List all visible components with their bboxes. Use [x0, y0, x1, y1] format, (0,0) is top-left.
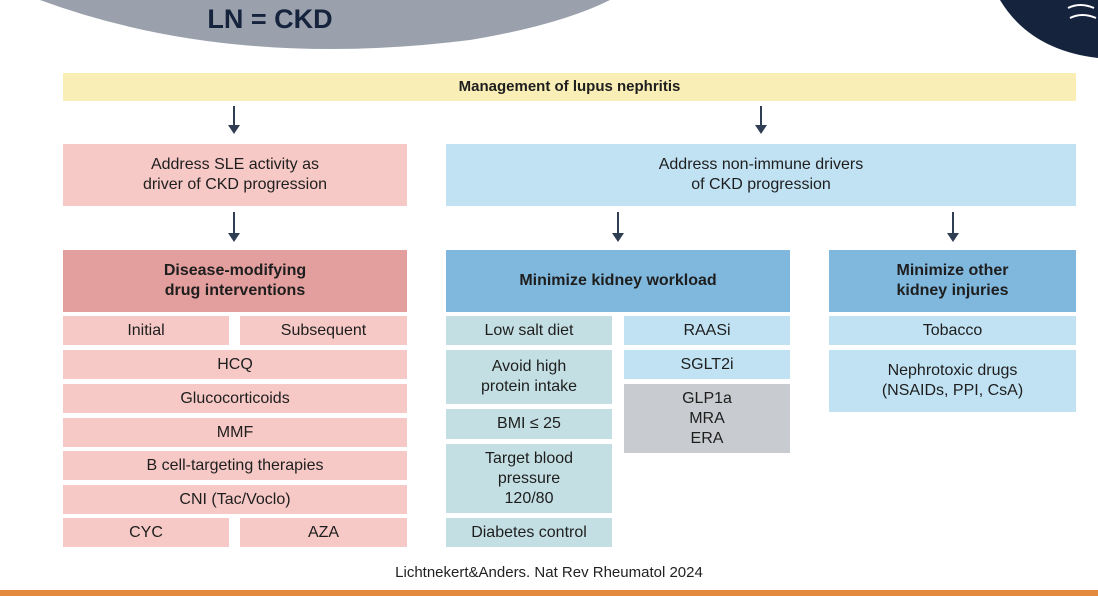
- bcell-box: B cell-targeting therapies: [63, 451, 407, 480]
- nephrotoxic-box: Nephrotoxic drugs (NSAIDs, PPI, CsA): [829, 350, 1076, 412]
- arrow-to-col3: [947, 212, 959, 242]
- raasi-box: RAASi: [624, 316, 790, 345]
- arrow-to-right-branch: [755, 106, 767, 134]
- col3-header: Minimize other kidney injuries: [829, 250, 1076, 312]
- header-wave-shape: [40, 0, 1098, 58]
- cni-box: CNI (Tac/Voclo): [63, 485, 407, 514]
- header-gray-curve: [40, 0, 610, 49]
- glp-mra-era-box: GLP1a MRA ERA: [624, 384, 790, 453]
- bottom-accent-bar: [0, 590, 1098, 596]
- management-banner: Management of lupus nephritis: [63, 73, 1076, 101]
- glucocorticoids-box: Glucocorticoids: [63, 384, 407, 413]
- bmi-box: BMI ≤ 25: [446, 409, 612, 439]
- initial-box: Initial: [63, 316, 229, 345]
- arrow-to-col1: [228, 212, 240, 242]
- blood-pressure-box: Target blood pressure 120/80: [446, 444, 612, 513]
- header-wave-line-2: [1069, 14, 1097, 19]
- col1-header: Disease-modifying drug interventions: [63, 250, 407, 312]
- header-wave-line: [1067, 4, 1095, 9]
- cyc-box: CYC: [63, 518, 229, 547]
- non-immune-drivers-box: Address non-immune drivers of CKD progre…: [446, 144, 1076, 206]
- subsequent-box: Subsequent: [240, 316, 407, 345]
- low-salt-box: Low salt diet: [446, 316, 612, 345]
- aza-box: AZA: [240, 518, 407, 547]
- arrow-to-left-branch: [228, 106, 240, 134]
- diabetes-box: Diabetes control: [446, 518, 612, 547]
- header-navy-shape: [1000, 0, 1098, 58]
- protein-box: Avoid high protein intake: [446, 350, 612, 404]
- sglt2i-box: SGLT2i: [624, 350, 790, 379]
- sle-activity-box: Address SLE activity as driver of CKD pr…: [63, 144, 407, 206]
- hcq-box: HCQ: [63, 350, 407, 379]
- citation: Lichtnekert&Anders. Nat Rev Rheumatol 20…: [395, 564, 703, 581]
- col2-header: Minimize kidney workload: [446, 250, 790, 312]
- mmf-box: MMF: [63, 418, 407, 447]
- tobacco-box: Tobacco: [829, 316, 1076, 345]
- page-title: LN = CKD: [207, 4, 333, 34]
- arrow-to-col2: [612, 212, 624, 242]
